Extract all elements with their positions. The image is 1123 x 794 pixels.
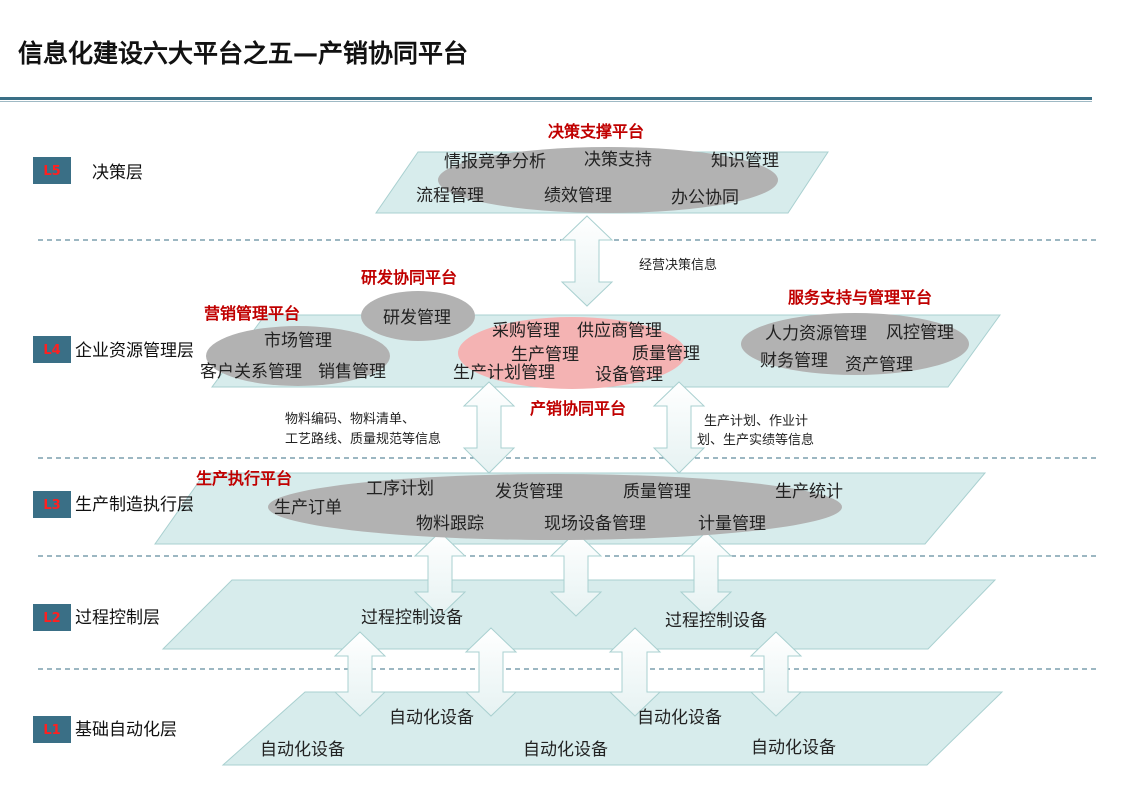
platform-title-execution: 生产执行平台 — [196, 469, 292, 488]
flow-label-l4-l3-left-line2: 工艺路线、质量规范等信息 — [285, 431, 441, 447]
title-divider — [0, 97, 1092, 102]
l3-item: 计量管理 — [698, 514, 766, 534]
badge-l5-text: L5 — [43, 164, 60, 179]
arrow-l2-l1-c — [608, 627, 662, 717]
prodsales-item: 采购管理 — [492, 321, 560, 341]
badge-l3 — [33, 491, 71, 518]
marketing-item: 市场管理 — [264, 331, 332, 351]
layer-separators — [38, 239, 1098, 670]
layer-label-l3: 生产制造执行层 — [75, 495, 194, 515]
ellipse-decision — [438, 147, 778, 213]
l3-item: 工序计划 — [366, 479, 434, 499]
l3-item: 现场设备管理 — [544, 514, 646, 534]
l3-item: 生产统计 — [775, 482, 843, 502]
platform-title-prodsales: 产销协同平台 — [530, 399, 626, 418]
l1-item: 自动化设备 — [260, 740, 345, 760]
l5-item: 决策支持 — [584, 150, 652, 170]
layer-label-l4: 企业资源管理层 — [75, 341, 194, 361]
prodsales-item: 供应商管理 — [577, 321, 662, 341]
badge-l4-text: L4 — [43, 343, 60, 358]
badge-l1-text: L1 — [43, 723, 60, 738]
service-item: 资产管理 — [845, 355, 913, 375]
page-title: 信息化建设六大平台之五—产销协同平台 — [18, 39, 469, 68]
l1-item: 自动化设备 — [751, 738, 836, 758]
l3-item: 生产订单 — [274, 498, 342, 518]
prodsales-item: 生产计划管理 — [453, 363, 555, 383]
ellipse-rnd — [361, 291, 475, 341]
l5-item: 知识管理 — [711, 151, 779, 171]
flow-arrows — [333, 215, 803, 717]
service-item: 风控管理 — [886, 323, 954, 343]
plane-l2 — [161, 579, 997, 650]
badge-l3-text: L3 — [43, 498, 60, 513]
flow-label-l4-l3-right-line1: 生产计划、作业计 — [704, 414, 808, 429]
arrow-l3-l2-a — [413, 531, 467, 617]
prodsales-item: 设备管理 — [595, 365, 663, 385]
service-item: 财务管理 — [760, 351, 828, 371]
l1-item: 自动化设备 — [523, 740, 608, 760]
l1-item: 自动化设备 — [637, 708, 722, 728]
badge-l2 — [33, 604, 71, 631]
badge-l2-text: L2 — [43, 611, 60, 626]
ellipse-service — [741, 313, 969, 375]
ellipse-execution — [268, 474, 842, 540]
prodsales-item: 生产管理 — [511, 345, 579, 365]
arrow-l4-l3-left — [462, 381, 516, 474]
platform-title-service: 服务支持与管理平台 — [788, 288, 932, 307]
flow-label-l4-l3-left-line1: 物料编码、物料清单、 — [285, 412, 415, 427]
layer-badges — [33, 157, 71, 743]
badge-l4 — [33, 336, 71, 363]
l1-item: 自动化设备 — [389, 708, 474, 728]
platform-ellipses — [206, 147, 969, 540]
l3-item: 发货管理 — [495, 482, 563, 502]
platform-title-marketing: 营销管理平台 — [204, 304, 300, 323]
arrow-l2-l1-d — [749, 631, 803, 717]
ellipse-prodsales — [458, 317, 686, 389]
layer-label-l1: 基础自动化层 — [75, 720, 177, 740]
flow-label-l5-l4: 经营决策信息 — [639, 257, 717, 273]
layer-label-l5: 决策层 — [92, 163, 143, 183]
l3-item: 质量管理 — [623, 482, 691, 502]
l5-item: 情报竞争分析 — [444, 152, 546, 172]
prodsales-item: 质量管理 — [632, 344, 700, 364]
badge-l1 — [33, 716, 71, 743]
service-item: 人力资源管理 — [765, 324, 867, 344]
ellipse-marketing — [206, 326, 390, 386]
arrow-l5-l4 — [560, 215, 614, 307]
platform-title-rnd: 研发协同平台 — [361, 268, 457, 287]
l3-item: 物料跟踪 — [416, 514, 484, 534]
l5-item: 办公协同 — [671, 188, 739, 208]
badge-l5 — [33, 157, 71, 184]
layer-label-l2: 过程控制层 — [75, 608, 160, 628]
marketing-item: 客户关系管理 — [200, 362, 302, 382]
l5-item: 流程管理 — [416, 186, 484, 206]
platform-title-decision: 决策支撑平台 — [548, 122, 644, 141]
flow-label-l4-l3-right-line2: 划、生产实绩等信息 — [697, 432, 814, 448]
l2-item: 过程控制设备 — [665, 611, 767, 631]
rnd-item: 研发管理 — [383, 308, 451, 328]
arrow-l3-l2-c — [679, 531, 733, 617]
arrow-l3-l2-b — [549, 531, 603, 617]
marketing-item: 销售管理 — [318, 362, 386, 382]
arrow-l2-l1-a — [333, 631, 387, 717]
l2-item: 过程控制设备 — [361, 608, 463, 628]
l5-item: 绩效管理 — [544, 186, 612, 206]
arrow-l4-l3-right — [652, 381, 706, 474]
arrow-l2-l1-b — [464, 627, 518, 717]
